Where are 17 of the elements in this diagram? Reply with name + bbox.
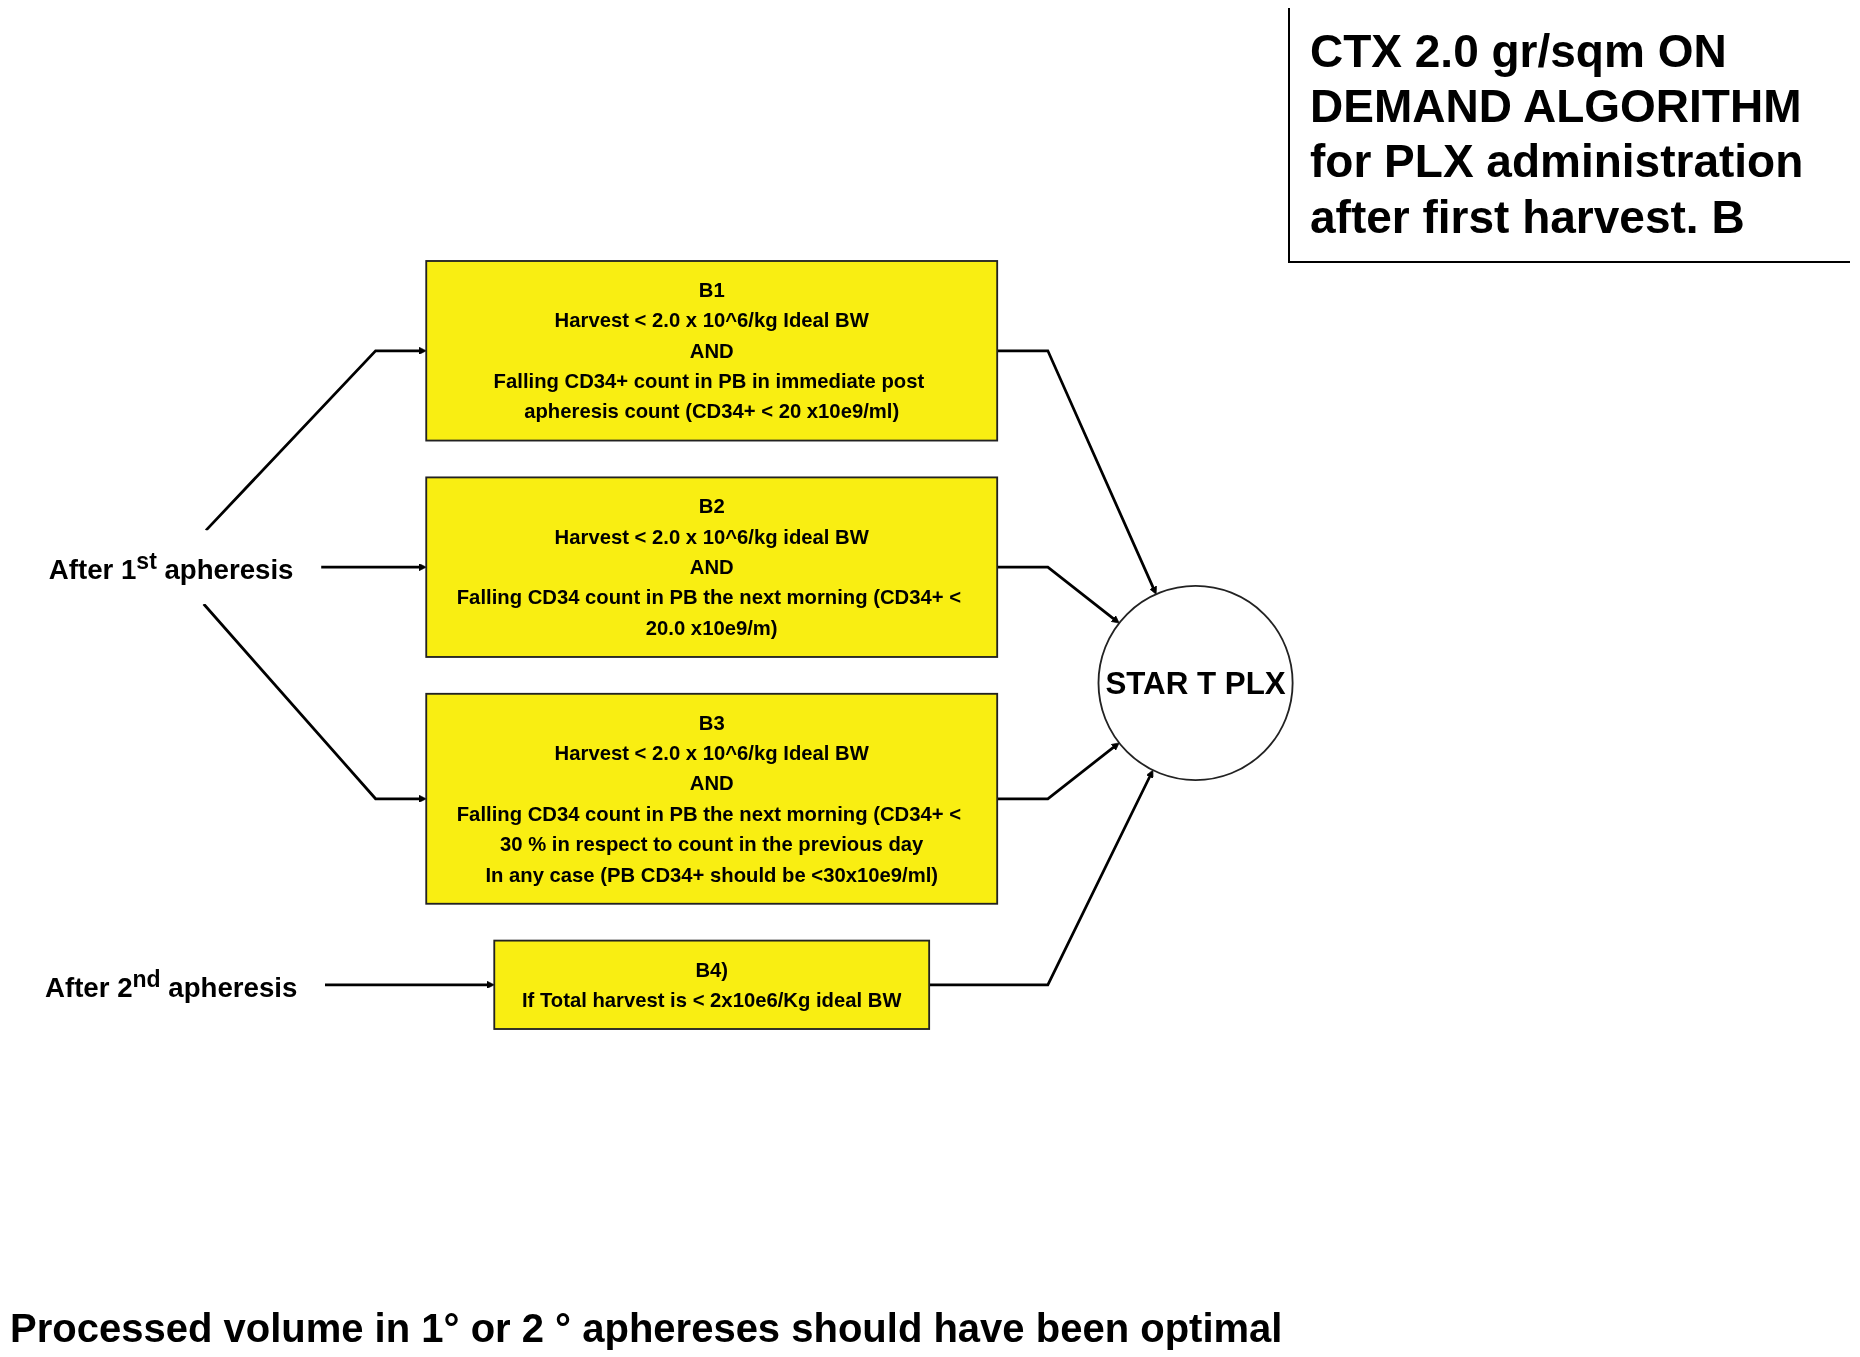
arrow: [997, 742, 1120, 801]
title: CTX 2.0 gr/sqm ON DEMAND ALGORITHM for PLX administration after first harvest. B: [1288, 8, 1850, 263]
arrow: [202, 603, 427, 803]
node-circle: STAR T PLX: [1097, 585, 1294, 781]
arrow: [997, 349, 1157, 595]
node-box: B4) If Total harvest is < 2x10e6/Kg ideal BW: [493, 939, 931, 1030]
arrow: [321, 563, 427, 572]
arrow: [997, 565, 1120, 624]
arrow: [204, 346, 427, 532]
caption: Processed volume in 1° or 2 ° aphereses should have been optimal: [10, 1306, 1283, 1351]
arrow: [929, 769, 1154, 987]
arrow: [324, 980, 495, 989]
node-box: B2 Harvest < 2.0 x 10^6/kg ideal BW AND Falling CD34 count in PB the next morning (CD34+ < 20.0 x10e9/m): [425, 476, 999, 658]
node-text: After 1$^{st}$ apheresis: [48, 547, 294, 585]
node-box: B3 Harvest < 2.0 x 10^6/kg Ideal BW AND Falling CD34 count in PB the next morning (CD34+ < 30 % in respect to count in the previous day In any case (PB CD34+ should be <30x10e9/ml): [425, 692, 999, 905]
node-box: B1 Harvest < 2.0 x 10^6/kg Ideal BW AND Falling CD34+ count in PB in immediate post apheresis count (CD34+ < 20 x10e9/ml): [425, 260, 999, 442]
node-text: After 2$^{nd}$ apheresis: [44, 965, 298, 1003]
